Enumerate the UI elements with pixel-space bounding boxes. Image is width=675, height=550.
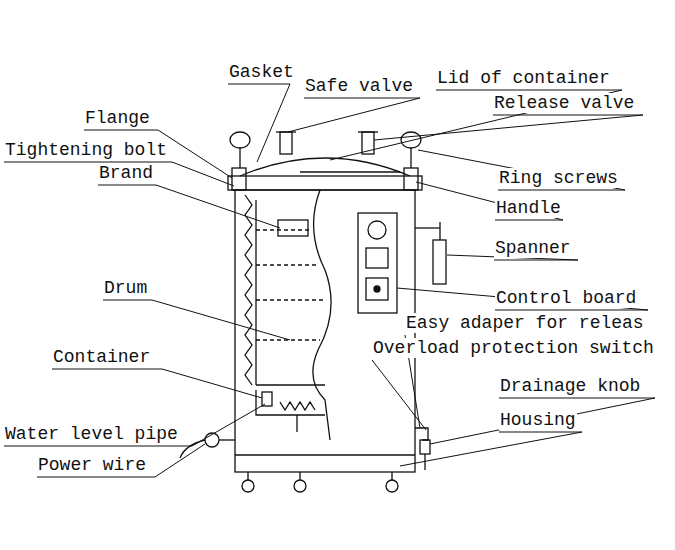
part-label: Tightening bolt [4,140,168,160]
part-label: Easy adaper for releas [405,313,645,333]
part-label: Water level pipe [4,424,179,444]
part-label: Control board [495,288,637,308]
part-label: Gasket [228,62,295,82]
part-label: Flange [84,108,151,128]
part-label: Handle [495,198,562,218]
part-label: Drainage knob [499,376,641,396]
part-label: Container [52,347,151,367]
part-label: Housing [499,410,577,430]
part-label: Release valve [493,93,635,113]
part-label: Overload protection switch [372,338,655,358]
part-label: Power wire [37,455,147,475]
part-label: Safe valve [304,76,414,96]
part-label: Spanner [494,238,572,258]
part-label: Lid of container [436,68,611,88]
part-label: Brand [98,163,154,183]
part-label: Drum [103,278,148,298]
part-label: Ring screws [498,168,619,188]
